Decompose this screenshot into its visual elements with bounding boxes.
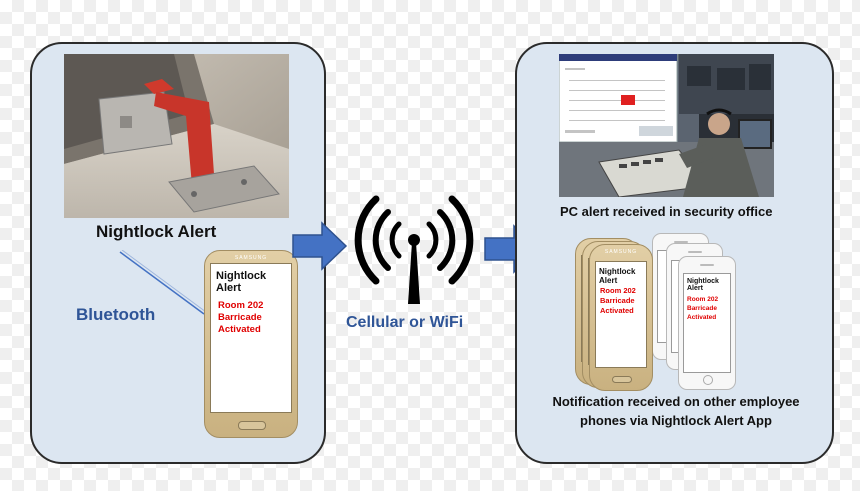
broadcast-antenna-icon (354, 195, 474, 304)
phone-message: Room 202 Barricade Activated (218, 300, 264, 335)
iphone-front: Nightlock Alert Room 202 Barricade Activ… (678, 256, 736, 390)
phone-brand: SAMSUNG (604, 249, 638, 255)
iphone-speaker (673, 241, 688, 243)
phone-screen: Nightlock Alert Room 202 Barricade Activ… (210, 263, 292, 413)
iphone-speaker (700, 264, 714, 266)
security-office-photo (559, 54, 774, 197)
main-phone: SAMSUNG Nightlock Alert Room 202 Barrica… (204, 250, 298, 438)
nightlock-alert-label: Nightlock Alert (96, 222, 217, 241)
phone-brand: SAMSUNG (234, 255, 268, 261)
arrow-right-1 (292, 221, 348, 271)
iphone-home-button (703, 375, 713, 385)
pc-alert-label: PC alert received in security office (560, 204, 773, 219)
iphone-screen: Nightlock Alert Room 202 Barricade Activ… (683, 273, 731, 373)
home-button (238, 421, 266, 430)
iphone-speaker (687, 251, 702, 253)
phone-title: Nightlock Alert (687, 278, 719, 292)
phone-title: Nightlock Alert (216, 270, 267, 294)
notification-label: Notification received on other employee … (552, 394, 800, 428)
bluetooth-label: Bluetooth (76, 305, 156, 324)
bluetooth-link-line (119, 250, 207, 315)
home-button (612, 376, 632, 383)
phone-title: Nightlock Alert (599, 267, 636, 285)
cellular-wifi-label: Cellular or WiFi (346, 314, 464, 331)
phone-message: Room 202 Barricade Activated (600, 286, 636, 315)
phone-screen: Nightlock Alert Room 202 Barricade Activ… (595, 261, 647, 368)
phone-message: Room 202 Barricade Activated (687, 296, 719, 321)
samsung-front: SAMSUNG Nightlock Alert Room 202 Barrica… (589, 244, 653, 391)
nightlock-device-photo (64, 54, 289, 218)
